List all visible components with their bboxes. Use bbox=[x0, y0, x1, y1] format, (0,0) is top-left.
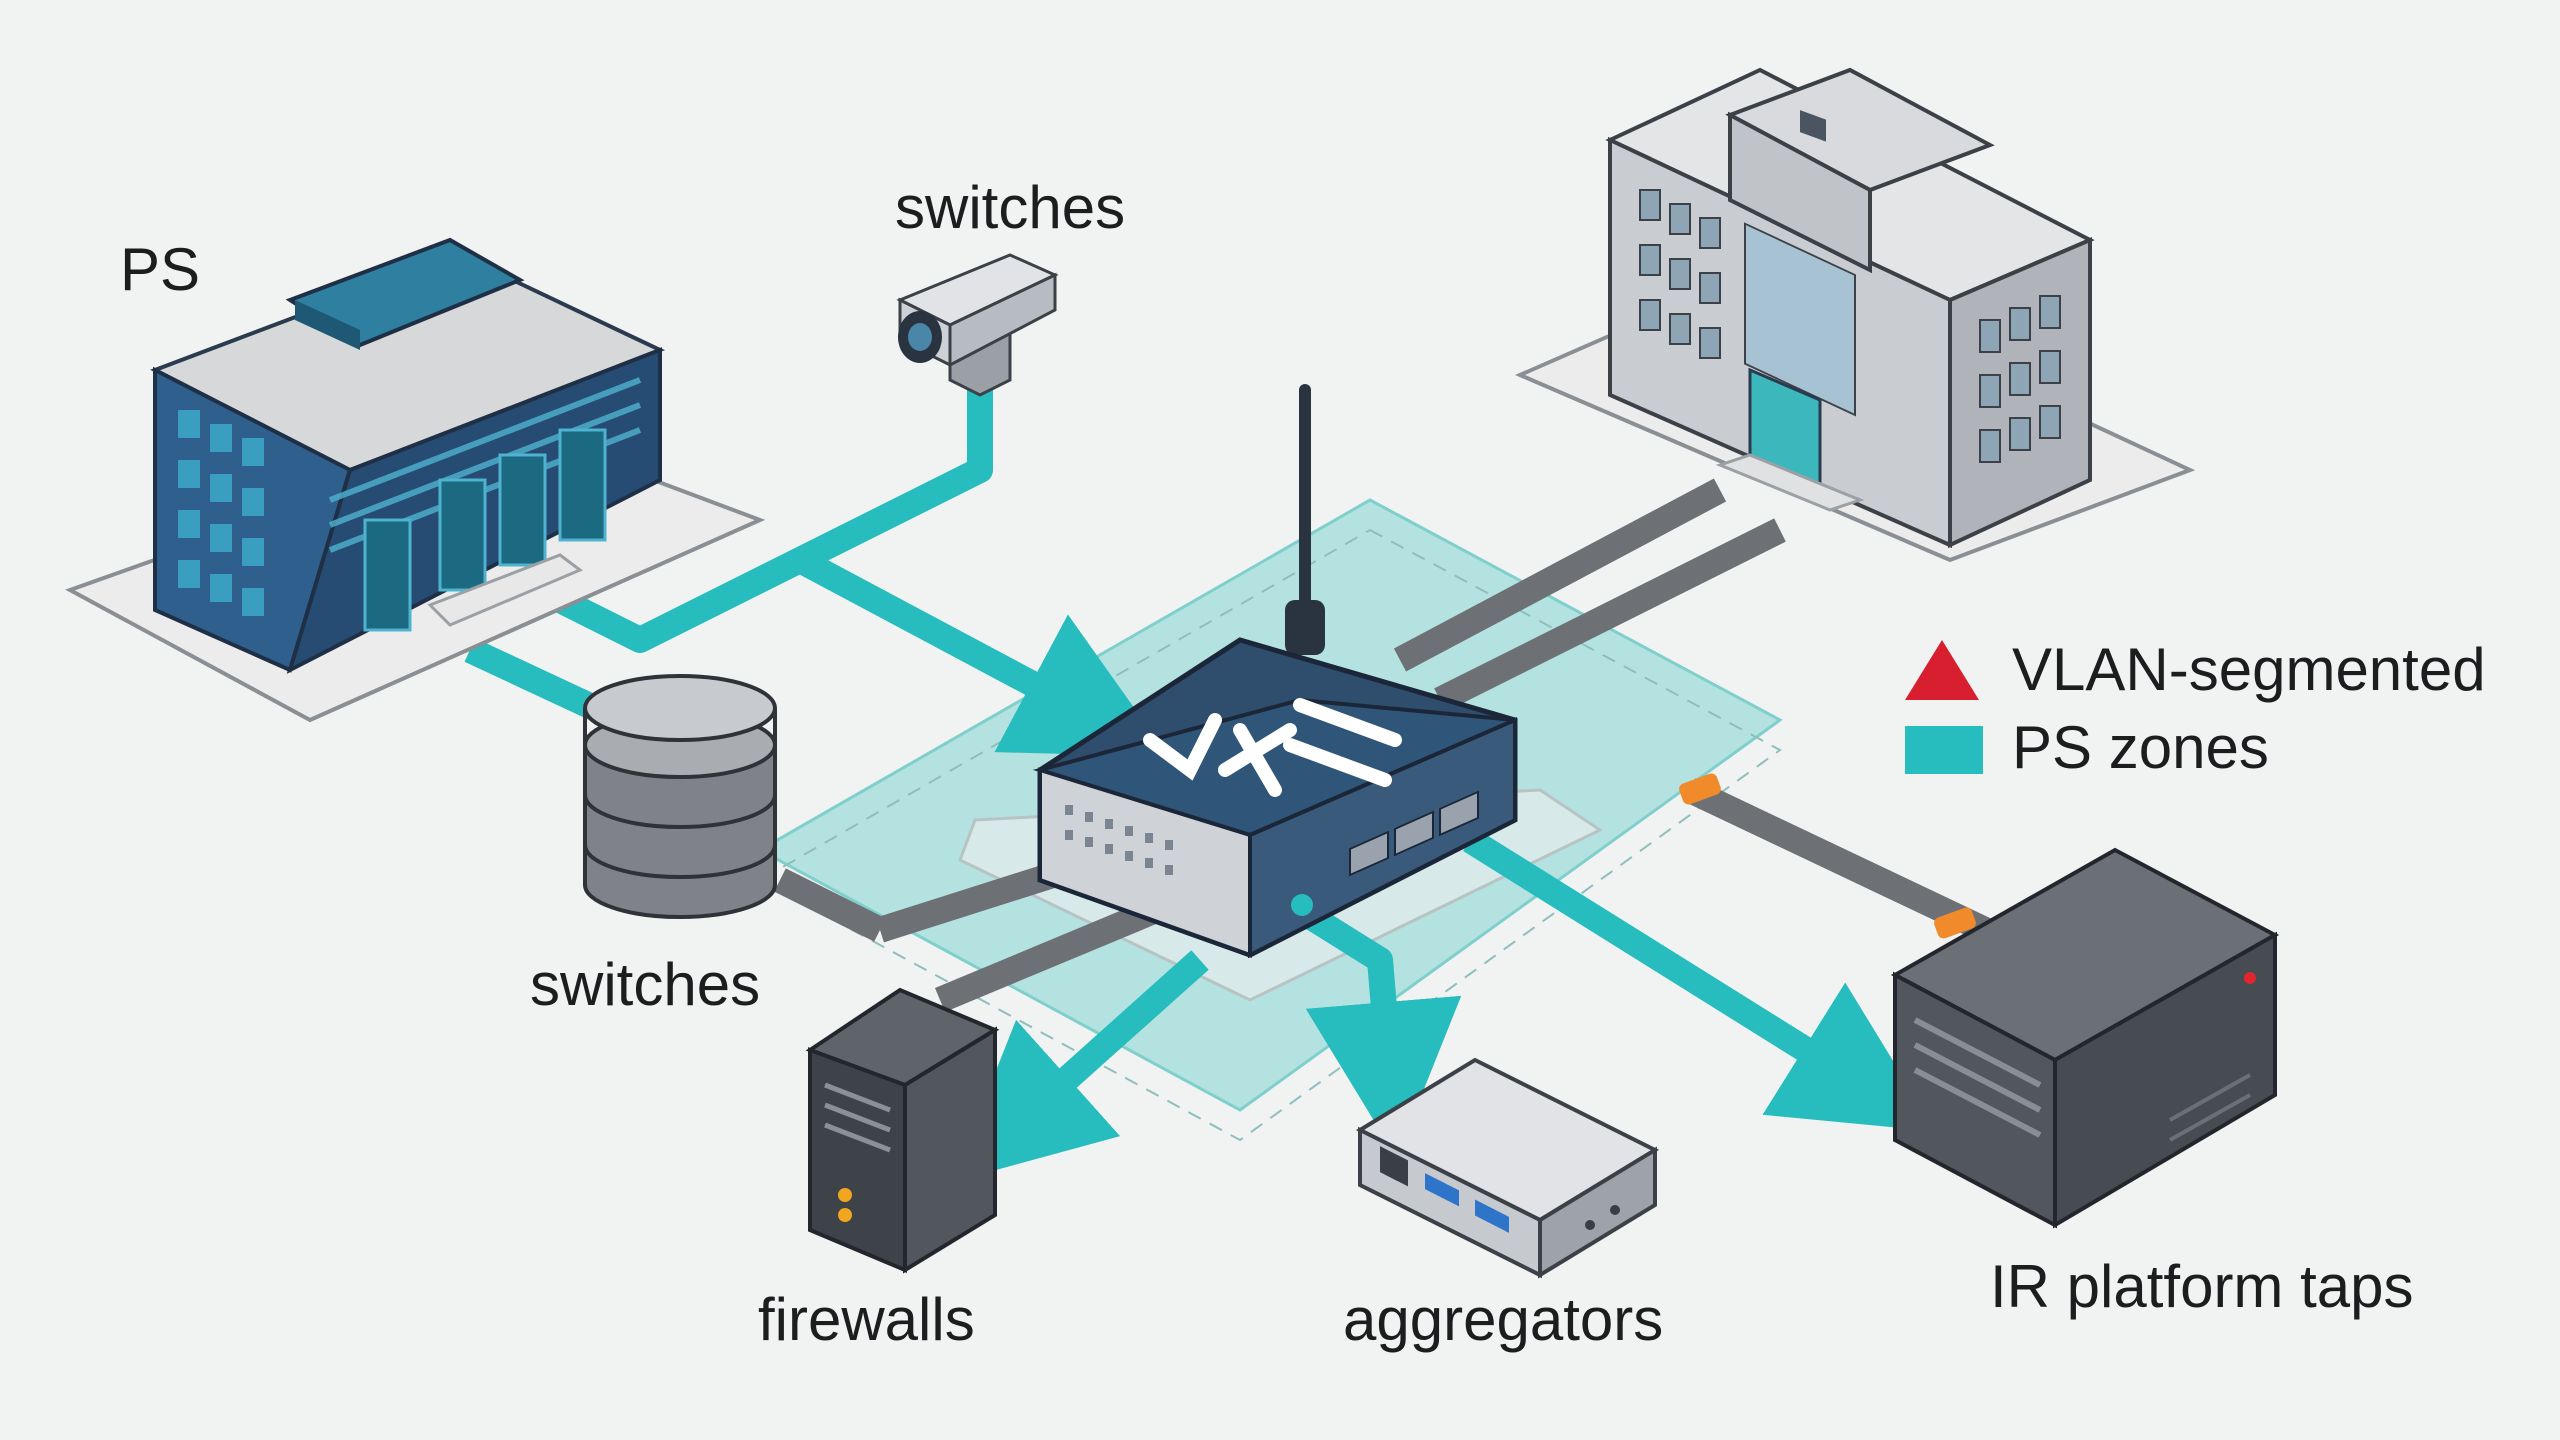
database-icon bbox=[583, 674, 777, 919]
legend-triangle-icon bbox=[1905, 640, 1979, 700]
security-camera-icon bbox=[896, 253, 1059, 397]
label-storage-switches: switches bbox=[530, 951, 761, 1018]
label-ps-building: PS bbox=[120, 236, 201, 303]
label-ir-taps: IR platform taps bbox=[1990, 1253, 2414, 1320]
legend-square-icon bbox=[1905, 726, 1983, 774]
corporate-building-icon bbox=[1514, 67, 2196, 563]
router-icon bbox=[1032, 384, 1518, 959]
legend-label-vlan: VLAN-segmented bbox=[2012, 636, 2486, 703]
firewall-server-icon bbox=[805, 987, 1000, 1274]
legend-label-ps-zones: PS zones bbox=[2012, 714, 2269, 781]
office-building-icon bbox=[65, 237, 766, 723]
label-camera-switches: switches bbox=[895, 174, 1126, 241]
legend-item-ps-zones: PS zones bbox=[1980, 718, 2269, 778]
legend-shapes bbox=[1905, 640, 1983, 774]
legend-item-vlan: VLAN-segmented bbox=[1980, 640, 2486, 700]
label-aggregators: aggregators bbox=[1343, 1286, 1664, 1353]
tap-server-icon bbox=[1890, 847, 2280, 1229]
label-firewalls: firewalls bbox=[758, 1286, 975, 1353]
orange-connectors bbox=[1679, 773, 1976, 939]
aggregator-box-icon bbox=[1355, 1057, 1660, 1279]
